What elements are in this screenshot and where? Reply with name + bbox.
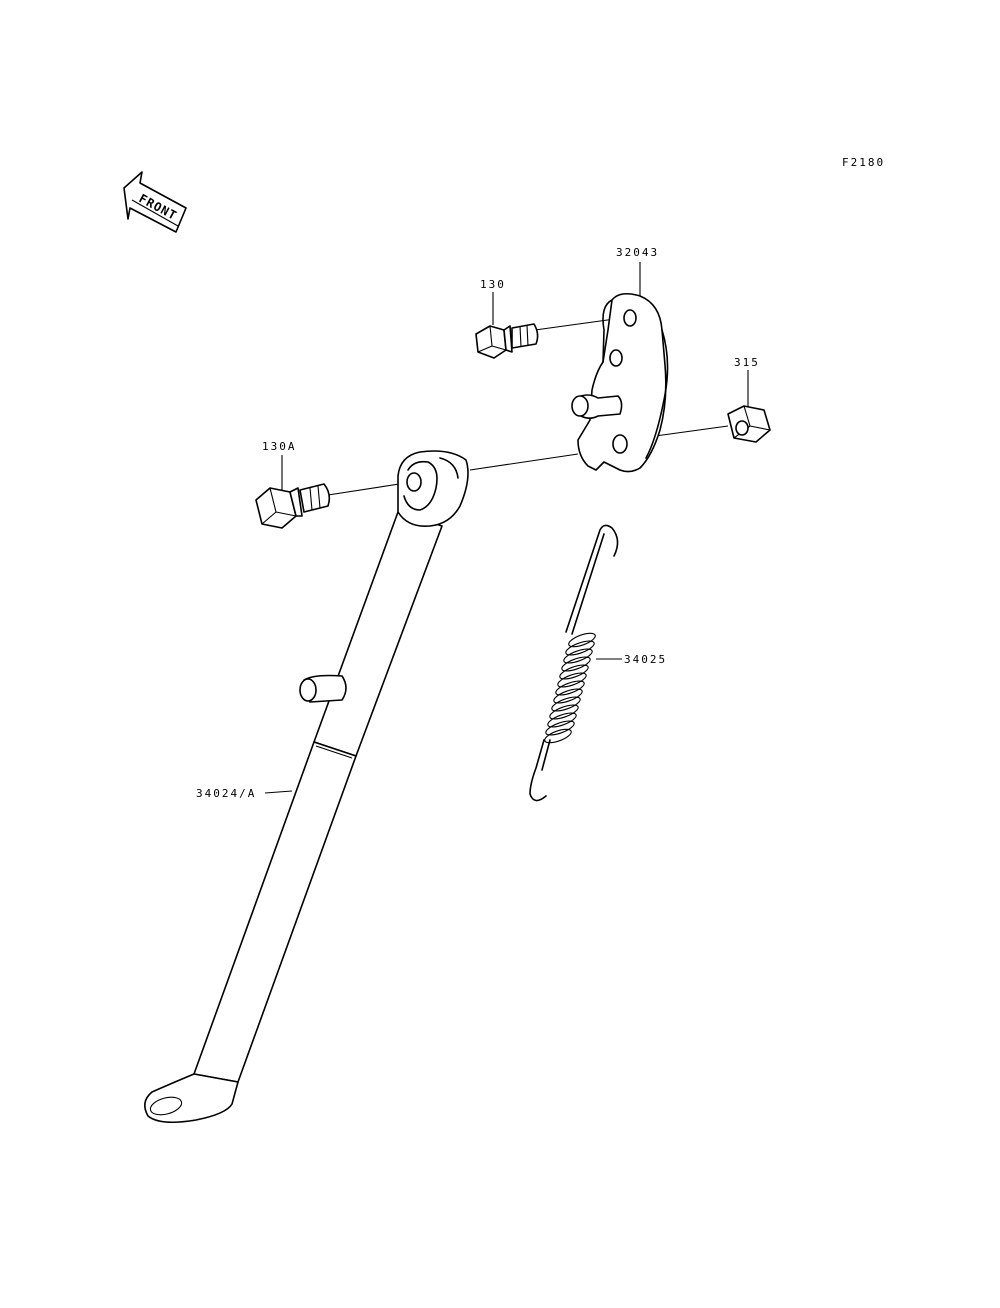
nut-315: [727, 405, 771, 443]
bolt-130: [475, 323, 539, 359]
side-stand-34024a: [144, 450, 469, 1124]
spring-coils: [544, 632, 596, 744]
figure-code: F2180: [842, 156, 885, 169]
bolt-130a: [255, 483, 331, 529]
part-label-130: 130: [480, 278, 506, 291]
bracket-32043: [571, 292, 669, 473]
front-arrow-icon: FRONT: [123, 171, 187, 233]
part-label-32043: 32043: [616, 246, 659, 259]
spring-34025: [529, 524, 619, 802]
part-label-315: 315: [734, 356, 760, 369]
part-label-34024a: 34024/A: [196, 787, 256, 800]
part-label-34025: 34025: [624, 653, 667, 666]
part-label-130a: 130A: [262, 440, 297, 453]
leader-lines: [264, 262, 749, 794]
